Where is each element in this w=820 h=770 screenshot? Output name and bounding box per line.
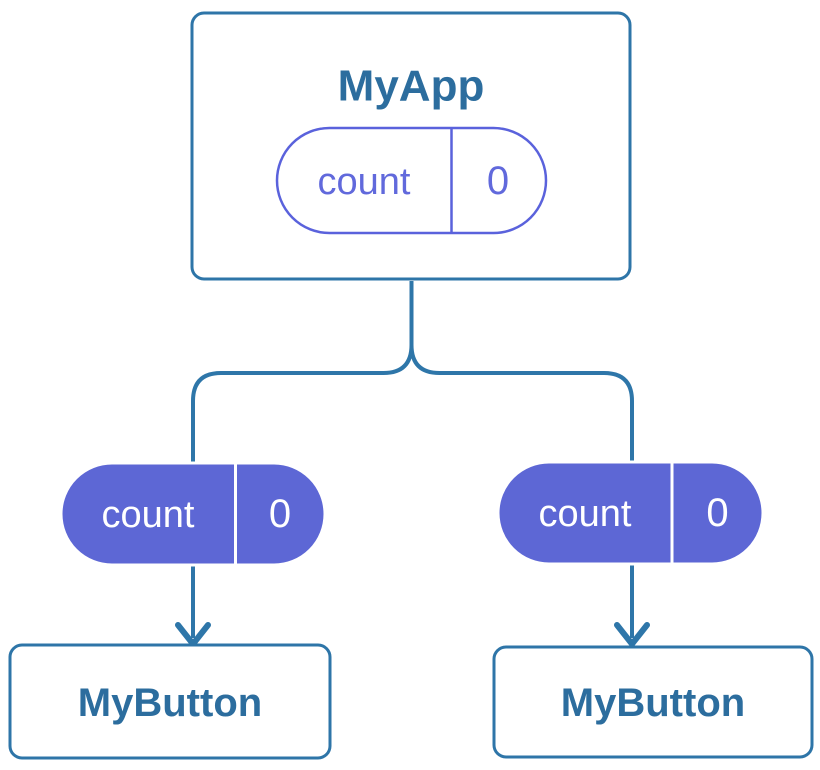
mybutton-card-left	[8, 643, 332, 760]
prop-name-label-right: count	[539, 493, 632, 535]
state-name-label: count	[318, 161, 411, 203]
state-pill	[275, 126, 548, 235]
state-value-label: 0	[487, 159, 509, 203]
mybutton-card-right	[492, 645, 814, 759]
mybutton-label-right: MyButton	[561, 681, 745, 725]
prop-name-label-left: count	[102, 494, 195, 536]
prop-pill-left	[59, 461, 327, 567]
myapp-label: MyApp	[338, 62, 485, 111]
prop-pill-right	[496, 460, 765, 566]
connector-right-branch	[409, 344, 634, 638]
mybutton-label-left: MyButton	[78, 681, 262, 725]
prop-value-label-left: 0	[269, 492, 291, 536]
connector-left-branch	[191, 344, 414, 638]
arrow-down-icon-right	[614, 622, 650, 647]
prop-value-label-right: 0	[706, 491, 728, 535]
